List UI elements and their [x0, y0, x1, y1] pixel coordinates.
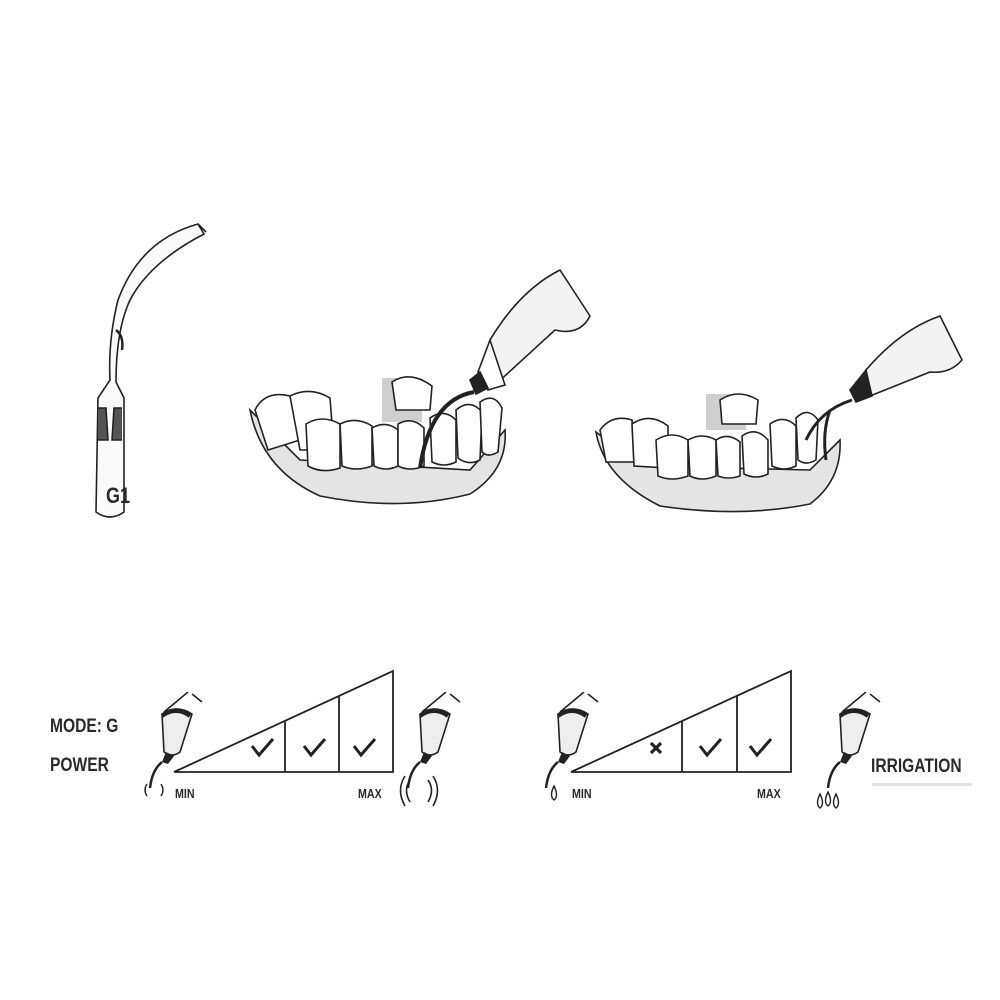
- irrigation-level-marks: [649, 738, 773, 758]
- tip-model-label: G1: [106, 483, 131, 508]
- check-icon: [748, 738, 773, 758]
- check-icon: [302, 738, 327, 758]
- power-label: POWER: [50, 755, 109, 776]
- check-icon: [250, 738, 275, 758]
- cross-icon: [649, 741, 663, 755]
- irrigation-label: IRRIGATION: [871, 756, 962, 777]
- check-icon: [352, 738, 377, 758]
- irrigation-min-label: MIN: [572, 786, 592, 801]
- jaw-illustration-lingual: [594, 315, 963, 513]
- g1-tip-illustration: [95, 223, 207, 518]
- handpiece-low-power-icon: [150, 692, 202, 788]
- power-scale: [173, 669, 394, 773]
- low-vibration-icon: [144, 783, 164, 797]
- power-max-label: MAX: [358, 786, 382, 801]
- power-min-label: MIN: [175, 786, 195, 801]
- jaw-illustration-front: [248, 268, 591, 505]
- multiple-drops-icon: [816, 790, 840, 809]
- mode-label: MODE: G: [50, 716, 119, 737]
- handpiece-high-power-icon: [408, 692, 460, 788]
- irrigation-scale: [570, 669, 792, 773]
- power-level-marks: [250, 738, 377, 758]
- high-vibration-icon: [399, 775, 439, 807]
- single-drop-icon: [550, 784, 558, 801]
- check-icon: [698, 738, 723, 758]
- irrigation-underline: [872, 783, 972, 786]
- handpiece-low-irrigation-icon: [546, 692, 598, 788]
- irrigation-max-label: MAX: [757, 786, 781, 801]
